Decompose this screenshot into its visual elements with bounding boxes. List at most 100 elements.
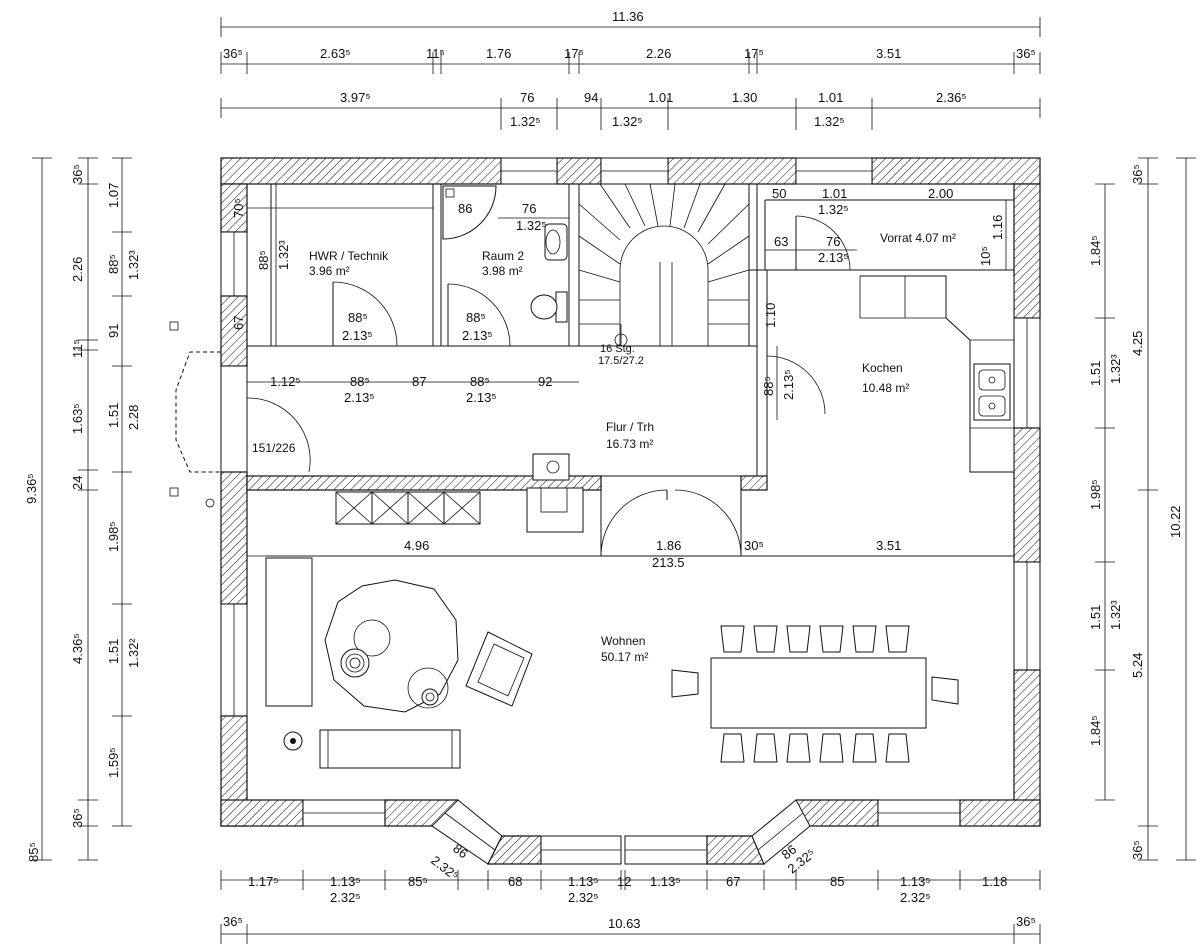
dim-vorrat-top: 1.01 bbox=[822, 186, 847, 201]
dim-vorrat-top: 2.00 bbox=[928, 186, 953, 201]
dim-left-outer: 1.63⁵ bbox=[70, 403, 85, 434]
raum2-area: 3.98 m² bbox=[482, 264, 523, 278]
outer-walls bbox=[220, 157, 1041, 865]
dim-left-outer: 2.26 bbox=[70, 257, 85, 282]
dim-right-outer: 36⁵ bbox=[1130, 840, 1145, 860]
dim-left-inner: 88⁵ bbox=[106, 254, 121, 274]
dim-left-inner: 2.28 bbox=[126, 405, 141, 430]
dim-kitchen-side: 1.10 bbox=[763, 303, 778, 328]
dim-left-inner: 1.51 bbox=[106, 403, 121, 428]
stairs-steps: 16 Stg. bbox=[600, 343, 635, 355]
wohnen-area: 50.17 m² bbox=[601, 650, 648, 664]
dim-raum2-top: 76 bbox=[522, 201, 536, 216]
dim-living: 1.86 bbox=[656, 538, 681, 553]
dim-bot-r1: 68 bbox=[508, 874, 522, 889]
dim-right-inner: 1.84⁵ bbox=[1088, 235, 1103, 266]
dim-bot-r1: 85 bbox=[830, 874, 844, 889]
wohnen-name: Wohnen bbox=[601, 634, 645, 648]
dim-right-inner: 1.98⁵ bbox=[1088, 479, 1103, 510]
doors bbox=[175, 215, 851, 557]
dim-top-r2: 1.01 bbox=[648, 90, 673, 105]
dim-bot-end: 36⁵ bbox=[1016, 914, 1036, 929]
dim-vorrat-door: 63 bbox=[774, 234, 788, 249]
dim-right-inner: 1.51 bbox=[1088, 361, 1103, 386]
dim-top-r1: 2.26 bbox=[646, 46, 671, 61]
stairs-ratio: 17.5/27.2 bbox=[598, 355, 644, 367]
dim-bot-r1: 1.17⁵ bbox=[248, 874, 279, 889]
dim-left-outer: 85⁵ bbox=[26, 842, 41, 862]
dim-raum2-top: 86 bbox=[458, 201, 472, 216]
dim-hwr-door: 88⁵ bbox=[348, 310, 368, 325]
dim-flur: 87 bbox=[412, 374, 426, 389]
dim-left-outer: 24 bbox=[70, 476, 85, 490]
dim-top-r1: 11⁵ bbox=[426, 46, 445, 61]
staircase bbox=[578, 183, 750, 347]
dim-living: 3.51 bbox=[876, 538, 901, 553]
dim-bot-r1: 12 bbox=[617, 874, 631, 889]
dim-bot-r1: 1.13⁵ bbox=[900, 874, 931, 889]
dim-top-r2-sub: 1.32⁵ bbox=[510, 114, 541, 129]
entrance-dims: 151/226 bbox=[252, 441, 296, 455]
dim-top-overall: 11.36 bbox=[612, 9, 644, 24]
dim-top-r2: 1.30 bbox=[732, 90, 757, 105]
dim-left-inner: 1.07 bbox=[106, 183, 121, 208]
kochen-name: Kochen bbox=[862, 361, 903, 375]
dim-top-r1: 17⁵ bbox=[564, 46, 584, 61]
dim-right-outer: 5.24 bbox=[1130, 653, 1145, 678]
dim-right-outer: 36⁵ bbox=[1130, 164, 1145, 184]
dimension-lines bbox=[32, 17, 1196, 944]
vorrat-name: Vorrat 4.07 m² bbox=[880, 231, 956, 245]
dim-bot-overall: 10.63 bbox=[608, 916, 641, 931]
dim-bot-r1: 1.13⁵ bbox=[568, 874, 599, 889]
dim-flur: 88⁵ bbox=[470, 374, 490, 389]
dim-living: 4.96 bbox=[404, 538, 429, 553]
dim-bot-r1: 67 bbox=[726, 874, 740, 889]
dim-bot-r1: 1.13⁵ bbox=[330, 874, 361, 889]
dim-top-r1: 1.76 bbox=[486, 46, 511, 61]
dim-living: 213.5 bbox=[652, 555, 685, 570]
dim-top-r1: 36⁵ bbox=[223, 46, 243, 61]
dim-top-r1: 36⁵ bbox=[1016, 46, 1036, 61]
dim-top-r1: 17⁵ bbox=[744, 46, 764, 61]
dim-bot-r1-sub: 2.32⁵ bbox=[330, 890, 361, 905]
hwr-area: 3.96 m² bbox=[309, 264, 350, 278]
dim-top-r2: 2.36⁵ bbox=[936, 90, 967, 105]
dim-top-r2: 94 bbox=[584, 90, 598, 105]
dim-right-inner: 1.84⁵ bbox=[1088, 715, 1103, 746]
hwr-name: HWR / Technik bbox=[309, 249, 389, 263]
dim-right-inner: 1.32³ bbox=[1108, 600, 1123, 630]
dim-bot-r1: 85⁵ bbox=[408, 874, 428, 889]
dim-vorrat-door: 76 bbox=[826, 234, 840, 249]
dim-left-overall: 9.36⁵ bbox=[24, 473, 39, 504]
dim-left-inner: 1.59⁵ bbox=[106, 747, 121, 778]
raum2-name: Raum 2 bbox=[482, 249, 524, 263]
dim-left-inner: 1.98⁵ bbox=[106, 521, 121, 552]
fixtures bbox=[169, 185, 1015, 769]
dim-right-inner: 1.51 bbox=[1088, 605, 1103, 630]
dim-living: 30⁵ bbox=[744, 538, 764, 553]
dim-bot-end: 36⁵ bbox=[223, 914, 243, 929]
dim-left-inner: 1.32³ bbox=[126, 250, 141, 280]
dim-bot-r1-sub: 2.32⁵ bbox=[900, 890, 931, 905]
dim-raum2-door: 2.13⁵ bbox=[462, 328, 493, 343]
dim-vorrat-side: 1.16 bbox=[990, 215, 1005, 240]
dim-bot-r1: 1.13⁵ bbox=[650, 874, 681, 889]
dim-hwr-door: 2.13⁵ bbox=[342, 328, 373, 343]
dim-left-inner: 91 bbox=[106, 324, 121, 338]
dim-left-outer: 11⁵ bbox=[70, 339, 85, 358]
dim-top-r2-sub: 1.32⁵ bbox=[612, 114, 643, 129]
dim-top-r1: 2.63⁵ bbox=[320, 46, 351, 61]
flur-area: 16.73 m² bbox=[606, 437, 653, 451]
dim-bot-r1-sub: 2.32⁵ bbox=[568, 890, 599, 905]
dim-top-r2-sub: 1.32⁵ bbox=[814, 114, 845, 129]
dim-right-inner: 1.32³ bbox=[1108, 354, 1123, 384]
dim-right-outer: 4.25 bbox=[1130, 331, 1145, 356]
dim-top-r2: 3.97⁵ bbox=[340, 90, 371, 105]
dim-hwr: 67 bbox=[231, 316, 246, 330]
dim-flur: 92 bbox=[538, 374, 552, 389]
dim-left-inner: 1.32² bbox=[126, 638, 141, 668]
dim-left-inner: 1.51 bbox=[106, 639, 121, 664]
dim-left-outer: 36⁵ bbox=[70, 164, 85, 184]
kochen-area: 10.48 m² bbox=[862, 381, 909, 395]
